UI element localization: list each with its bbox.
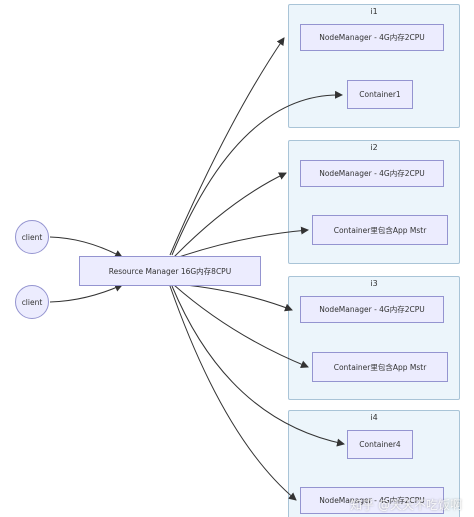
group-i1-label: i1 bbox=[370, 7, 378, 16]
i2-nodemanager-node[interactable]: NodeManager - 4G内存2CPU bbox=[300, 160, 444, 187]
resource-manager-node[interactable]: Resource Manager 16G内存8CPU bbox=[79, 256, 261, 286]
edge-rm-to-i2-nodemanager bbox=[173, 172, 287, 258]
edge-rm-to-i1-container bbox=[171, 90, 343, 256]
group-i4-label: i4 bbox=[370, 413, 378, 422]
edge-rm-to-i4-container bbox=[171, 285, 345, 447]
edge-rm-to-i2-container bbox=[175, 226, 309, 259]
watermark: 知乎 @天天不吃饭啊 bbox=[350, 498, 462, 512]
i4-container-node[interactable]: Container4 bbox=[347, 430, 413, 459]
edge-rm-to-i3-container bbox=[173, 284, 309, 369]
edge-rm-to-i4-nodemanager bbox=[169, 285, 297, 501]
i2-container-node[interactable]: Container里包含App Mstr bbox=[312, 215, 448, 245]
client-node-2[interactable]: client bbox=[15, 285, 49, 319]
edge-rm-to-i3-nodemanager bbox=[175, 283, 293, 312]
i4-nodemanager-node[interactable]: NodeManager - 4G内存2CPU bbox=[300, 487, 444, 514]
edge-client2-to-rm bbox=[49, 284, 123, 303]
i3-nodemanager-node[interactable]: NodeManager - 4G内存2CPU bbox=[300, 296, 444, 323]
group-i2-label: i2 bbox=[370, 143, 378, 152]
edge-rm-to-i1-nodemanager bbox=[169, 37, 285, 256]
edge-client1-to-rm bbox=[49, 236, 123, 258]
client-node-1[interactable]: client bbox=[15, 220, 49, 254]
i1-container-node[interactable]: Container1 bbox=[347, 80, 413, 109]
i3-container-node[interactable]: Container里包含App Mstr bbox=[312, 352, 448, 382]
i1-nodemanager-node[interactable]: NodeManager - 4G内存2CPU bbox=[300, 24, 444, 51]
group-i3-label: i3 bbox=[370, 279, 378, 288]
